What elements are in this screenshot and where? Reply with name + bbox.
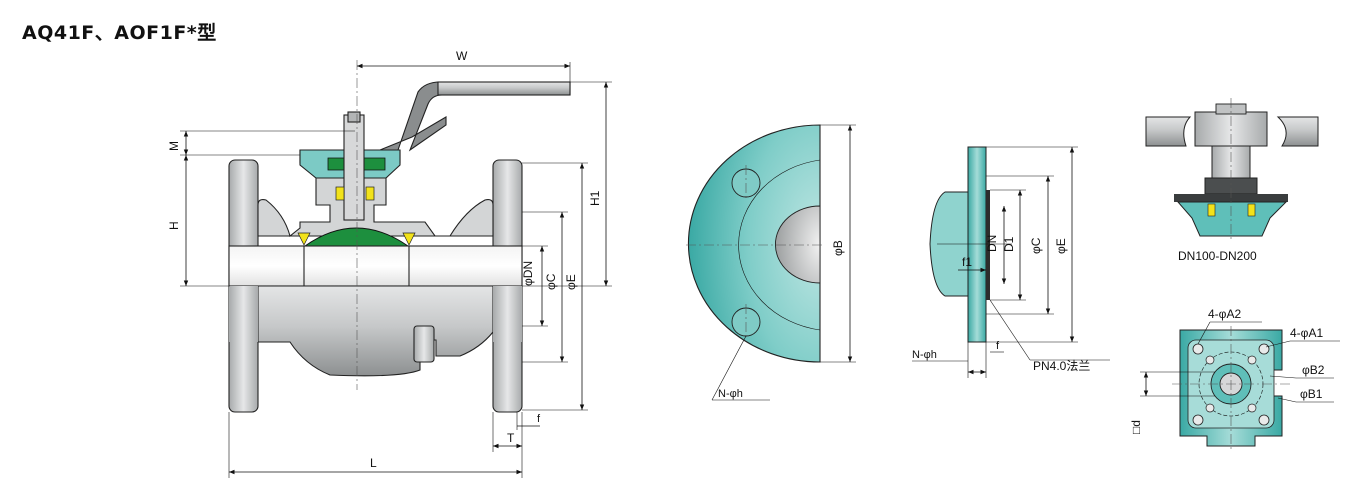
lever-grip xyxy=(437,81,571,96)
dim-label-e: φE xyxy=(564,274,578,290)
flange-plate xyxy=(967,146,987,343)
pad-hole xyxy=(1258,343,1270,355)
dim-label-l: L xyxy=(370,456,377,470)
dim-label-t: T xyxy=(507,431,515,445)
lever-section xyxy=(1145,116,1192,147)
sec-holes-label: N-φh xyxy=(912,349,937,361)
dim-label-h1: H1 xyxy=(588,190,602,206)
sec-dim-dn: DN xyxy=(985,235,999,252)
valve-body-lower xyxy=(257,285,494,377)
sec-dim-f1: f1 xyxy=(962,255,972,269)
lower-flange-band xyxy=(229,286,258,342)
yellow-seal xyxy=(1247,203,1256,217)
valve-bore xyxy=(228,245,523,287)
body-nut xyxy=(413,325,435,363)
flange-face-view: φB N-φh xyxy=(686,124,856,401)
flange-half-disk xyxy=(687,124,821,363)
mount-pad-view: 4-φA2 4-φA1 φB2 φB1 □d xyxy=(1129,307,1340,452)
main-valve-view: W M H H1 φDN φC φE L T f xyxy=(167,49,612,478)
sec-dim-e: φE xyxy=(1054,238,1068,254)
label-b1: φB1 xyxy=(1300,387,1323,401)
dim-label-f: f xyxy=(537,413,541,425)
label-d: □d xyxy=(1129,420,1143,434)
bonnet-teal xyxy=(1176,201,1288,237)
sec-standard-label: PN4.0法兰 xyxy=(1033,359,1090,373)
lower-flange-band xyxy=(493,286,522,342)
dim-label-c: φC xyxy=(544,273,558,290)
pad-hole xyxy=(1205,403,1215,413)
yellow-seat xyxy=(297,232,311,246)
label-b2: φB2 xyxy=(1302,363,1325,377)
dim-label-m: M xyxy=(167,141,181,151)
yellow-seal xyxy=(1207,203,1216,217)
label-a2: 4-φA2 xyxy=(1208,307,1241,321)
pad-hole xyxy=(1247,403,1257,413)
yellow-seat xyxy=(402,232,416,246)
pad-hole xyxy=(1258,414,1270,426)
dim-label-b: φB xyxy=(831,240,845,256)
dim-label-h: H xyxy=(167,221,181,230)
dim-label-w: W xyxy=(456,49,468,63)
stem-top xyxy=(347,111,361,123)
pad-hole xyxy=(1192,414,1204,426)
sec-dim-c: φC xyxy=(1029,237,1043,254)
stem-detail-view: DN100-DN200 xyxy=(1145,98,1319,263)
holes-label: N-φh xyxy=(718,388,743,400)
dim-label-dn: φDN xyxy=(521,261,535,286)
flange-face xyxy=(986,190,990,300)
sec-dim-f: f xyxy=(996,340,1000,352)
flange-hub xyxy=(774,205,821,284)
label-a1: 4-φA1 xyxy=(1290,326,1323,340)
sec-dim-d1: D1 xyxy=(1002,236,1016,252)
stem-caption: DN100-DN200 xyxy=(1178,249,1257,263)
page-title: AQ41F、AOF1F*型 xyxy=(22,22,217,44)
pad-hole xyxy=(1247,355,1257,365)
flange-section-view: DN D1 φC φE f1 N-φh f PN4.0法兰 xyxy=(912,146,1110,378)
yellow-seal xyxy=(365,186,375,201)
pad-hole xyxy=(1192,343,1204,355)
ball-green xyxy=(303,227,410,247)
lever-section xyxy=(1276,116,1319,147)
yellow-seal xyxy=(335,186,345,201)
pad-hole xyxy=(1205,355,1215,365)
